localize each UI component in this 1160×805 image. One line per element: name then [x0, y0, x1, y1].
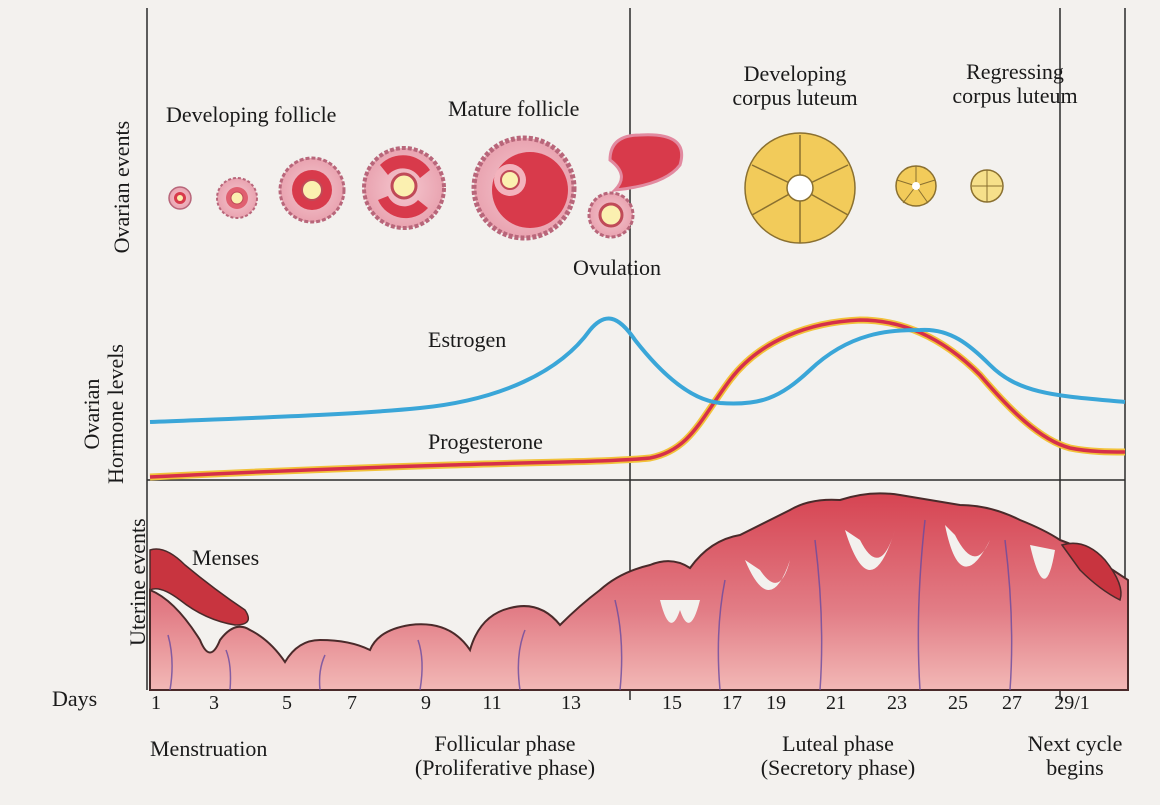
ovulated-follicle	[589, 135, 682, 237]
row-label-uterine-events: Uterine events	[126, 502, 150, 662]
day-tick: 25	[948, 692, 968, 715]
day-tick: 19	[766, 692, 786, 715]
row-label-ovarian-events: Ovarian events	[110, 107, 134, 267]
label-ovulation: Ovulation	[573, 256, 661, 280]
follicle-stage-4	[364, 148, 444, 228]
regressing-corpus-luteum-2	[971, 170, 1003, 202]
uterine-lining	[150, 493, 1128, 690]
regressing-corpus-luteum-line1: Regressing	[920, 60, 1110, 84]
day-tick: 3	[209, 692, 219, 715]
follicle-stage-1	[169, 187, 191, 209]
label-menses: Menses	[192, 546, 259, 570]
day-tick: 11	[482, 692, 501, 715]
follicle-mature	[474, 138, 574, 238]
developing-corpus-luteum-line2: corpus luteum	[700, 86, 890, 110]
developing-corpus-luteum-line1: Developing	[700, 62, 890, 86]
phase-follicular: Follicular phase (Proliferative phase)	[380, 732, 630, 780]
day-tick: 1	[151, 692, 161, 715]
day-tick: 29/1	[1054, 692, 1090, 715]
day-tick: 5	[282, 692, 292, 715]
follicle-stage-3	[280, 158, 344, 222]
next-cycle-line2: begins	[1005, 756, 1145, 780]
follicle-stage-2	[217, 178, 257, 218]
regressing-corpus-luteum-1	[896, 166, 936, 206]
label-regressing-corpus-luteum: Regressing corpus luteum	[920, 60, 1110, 108]
day-tick: 27	[1002, 692, 1022, 715]
day-tick: 17	[722, 692, 742, 715]
follicular-line2: (Proliferative phase)	[380, 756, 630, 780]
regressing-corpus-luteum-line2: corpus luteum	[920, 84, 1110, 108]
day-tick: 7	[347, 692, 357, 715]
phase-next-cycle: Next cycle begins	[1005, 732, 1145, 780]
next-cycle-line1: Next cycle	[1005, 732, 1145, 756]
developing-corpus-luteum	[745, 133, 855, 243]
row-label-hormone-levels: Ovarian Hormone levels	[80, 334, 136, 494]
hormone-levels-line1: Ovarian	[80, 334, 104, 494]
phase-luteal: Luteal phase (Secretory phase)	[723, 732, 953, 780]
day-tick: 9	[421, 692, 431, 715]
label-estrogen: Estrogen	[428, 328, 506, 352]
label-developing-corpus-luteum: Developing corpus luteum	[700, 62, 890, 110]
luteal-line1: Luteal phase	[723, 732, 953, 756]
hormone-levels-line2: Hormone levels	[104, 334, 128, 494]
day-tick: 13	[561, 692, 581, 715]
label-mature-follicle: Mature follicle	[448, 97, 579, 121]
days-label: Days	[52, 687, 97, 711]
phase-menstruation: Menstruation	[150, 737, 267, 761]
day-tick: 21	[826, 692, 846, 715]
follicular-line1: Follicular phase	[380, 732, 630, 756]
day-tick: 23	[887, 692, 907, 715]
label-progesterone: Progesterone	[428, 430, 543, 454]
label-developing-follicle: Developing follicle	[166, 103, 336, 127]
luteal-line2: (Secretory phase)	[723, 756, 953, 780]
day-tick: 15	[662, 692, 682, 715]
